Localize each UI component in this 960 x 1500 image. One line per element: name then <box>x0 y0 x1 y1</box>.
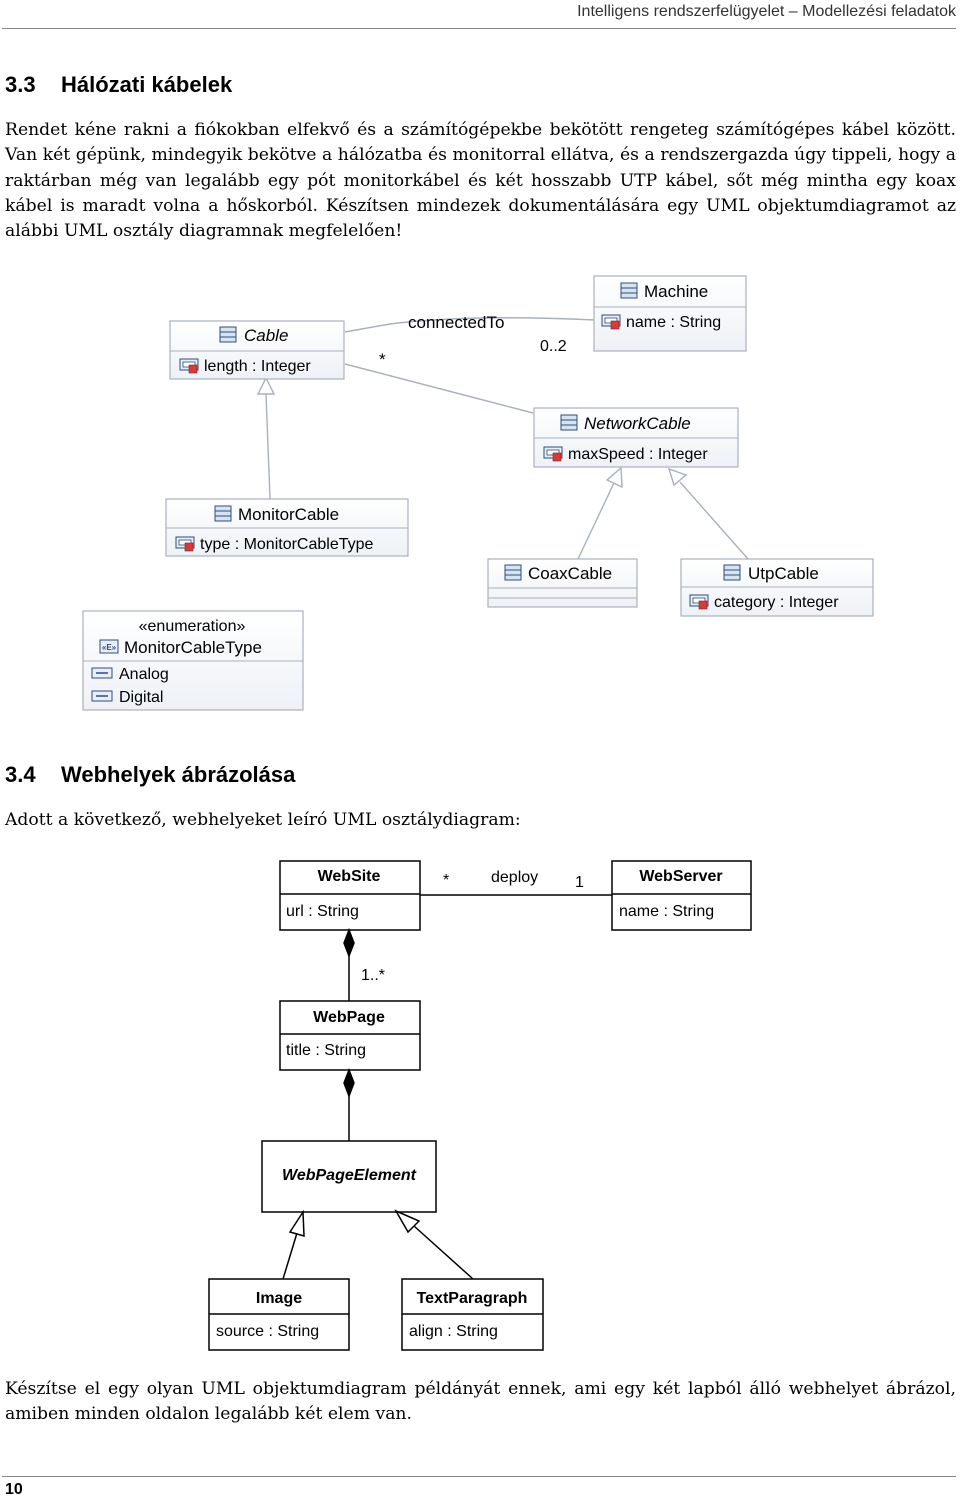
attribute: url : String <box>286 903 359 920</box>
association-multiplicity-cable: * <box>379 350 386 369</box>
class-name: WebServer <box>639 868 722 885</box>
enum-literal-digital: Digital <box>119 689 163 706</box>
utp-cable-class: UtpCable category : Integer <box>680 558 874 617</box>
running-header: Intelligens rendszerfelügyelet – Modelle… <box>577 3 956 20</box>
attribute: category : Integer <box>714 594 839 611</box>
section-title: Webhelyek ábrázolása <box>61 762 296 787</box>
section-3-4-task: Készítse el egy olyan UML objektumdiagra… <box>5 1379 956 1425</box>
class-name: Image <box>256 1290 302 1307</box>
class-name: MonitorCable <box>238 505 339 524</box>
cable-class: Cable length : Integer <box>169 320 345 380</box>
composition-diamond <box>343 927 355 959</box>
attribute: source : String <box>216 1323 319 1340</box>
monitor-cable-type-enumeration: «enumeration» «E» MonitorCableType Analo… <box>82 610 304 711</box>
website-class-diagram: WebSite url : String WebServer name : St… <box>208 860 752 1351</box>
section-3-3-paragraph: Rendet kéne rakni a fiókokban elfekvő és… <box>5 120 956 242</box>
image-class <box>208 1278 350 1351</box>
enumeration-icon <box>99 639 119 654</box>
composition-diamond <box>343 1067 355 1099</box>
website-class <box>279 860 421 931</box>
composition-multiplicity: 1..* <box>361 967 385 984</box>
enum-literal-analog: Analog <box>119 666 169 683</box>
generalization-arrows <box>256 376 749 560</box>
class-name: WebSite <box>318 868 381 885</box>
class-name: WebPage <box>313 1009 385 1026</box>
literal-icon <box>91 690 113 702</box>
class-icon <box>620 282 638 299</box>
cable-class-diagram: Machine name : String Cable length : Int… <box>82 275 874 711</box>
class-name: UtpCable <box>748 564 819 583</box>
footer-divider <box>2 1476 956 1477</box>
association-multiplicity-machine: 0..2 <box>540 338 567 355</box>
attribute: type : MonitorCableType <box>200 536 374 553</box>
section-number: 3.4 <box>5 762 36 787</box>
class-icon <box>219 326 237 343</box>
text-paragraph-class <box>401 1278 544 1351</box>
section-3-4-intro: Adott a következő, webhelyeket leíró UML… <box>5 810 521 830</box>
class-name: Machine <box>644 282 708 301</box>
class-icon <box>214 505 232 522</box>
section-heading-3-3: 3.3 Hálózati kábelek <box>5 71 232 99</box>
class-icon <box>560 414 578 431</box>
page-number: 10 <box>5 1481 23 1498</box>
class-name: WebPageElement <box>282 1167 417 1184</box>
attribute: length : Integer <box>204 358 311 375</box>
machine-class: Machine name : String <box>593 275 747 352</box>
enumeration-stereotype: «enumeration» <box>139 618 246 635</box>
generalization-arrows <box>282 1209 474 1280</box>
enumeration-name: MonitorCableType <box>124 638 262 657</box>
class-name: NetworkCable <box>584 414 691 433</box>
association-label: connectedTo <box>408 313 504 332</box>
attribute: name : String <box>619 903 714 920</box>
attribute: title : String <box>286 1042 366 1059</box>
section-title: Hálózati kábelek <box>61 72 233 97</box>
attribute: align : String <box>409 1323 498 1340</box>
attribute: maxSpeed : Integer <box>568 446 708 463</box>
class-icon <box>723 564 741 581</box>
deploy-label: deploy <box>491 869 538 886</box>
monitor-cable-class: MonitorCable type : MonitorCableType <box>165 498 409 557</box>
webpage-element-class <box>261 1140 437 1213</box>
attribute: name : String <box>626 314 721 331</box>
webserver-class <box>611 860 752 931</box>
deploy-multiplicity-server: 1 <box>575 874 584 891</box>
class-icon <box>504 564 522 581</box>
class-name: Cable <box>244 326 288 345</box>
literal-icon <box>91 667 113 679</box>
section-heading-3-4: 3.4 Webhelyek ábrázolása <box>5 761 295 789</box>
deploy-multiplicity-site: * <box>443 872 449 889</box>
network-cable-class: NetworkCable maxSpeed : Integer <box>533 407 739 468</box>
section-number: 3.3 <box>5 72 36 97</box>
coax-cable-class: CoaxCable <box>487 558 638 608</box>
svg-text:«E»: «E» <box>102 643 117 652</box>
class-name: TextParagraph <box>417 1290 528 1307</box>
header-divider <box>2 28 956 29</box>
class-name: CoaxCable <box>528 564 612 583</box>
webpage-class <box>279 1000 421 1071</box>
connected-to-association <box>344 317 596 414</box>
